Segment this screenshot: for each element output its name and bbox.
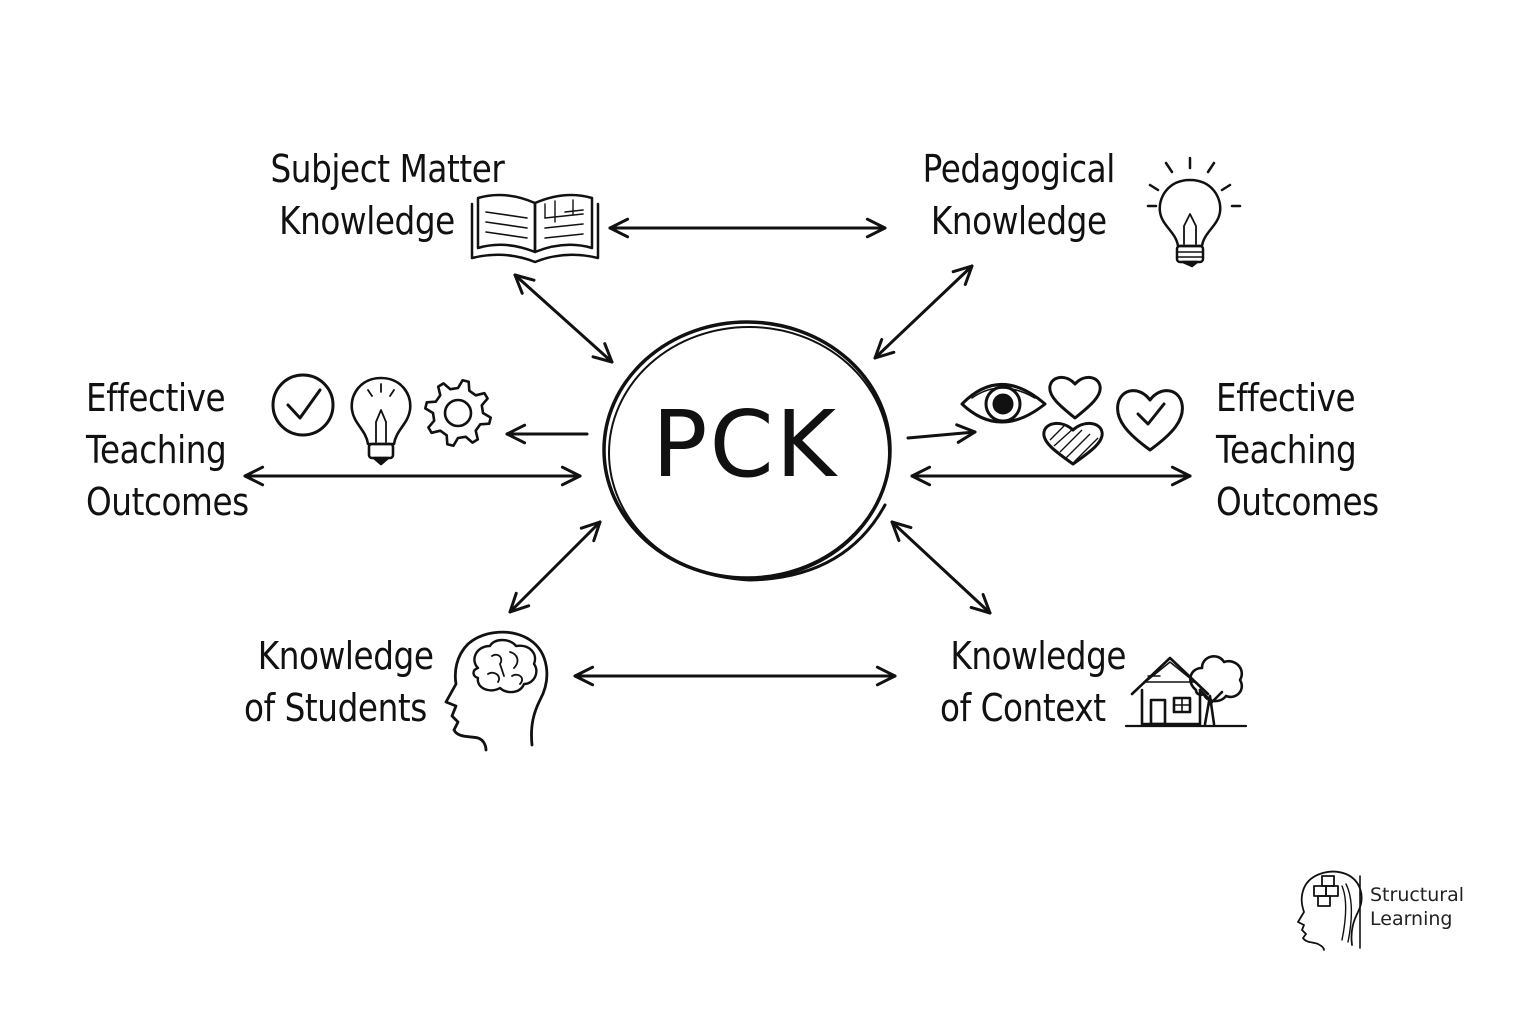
lightbulb-small-icon bbox=[352, 378, 410, 464]
brand-line1: Structural bbox=[1370, 884, 1465, 906]
arrow-pedagogical-pck bbox=[875, 266, 972, 358]
brand-logo-icon bbox=[1298, 872, 1362, 950]
heart-check-icon bbox=[1118, 391, 1183, 450]
knowledge-of-students-label: Knowledge of Students bbox=[244, 630, 434, 734]
open-book-icon bbox=[472, 195, 598, 262]
outcomes-left-line1: Effective bbox=[86, 376, 226, 420]
heart-icon bbox=[1050, 377, 1100, 418]
pedagogical-line1: Pedagogical bbox=[922, 147, 1116, 191]
brand-name: Structural Learning bbox=[1370, 883, 1464, 931]
context-line1: Knowledge bbox=[950, 634, 1127, 678]
checkmark-circle-icon bbox=[273, 375, 333, 435]
arrow-pck-to-right-icons bbox=[908, 432, 975, 438]
context-line2: of Context bbox=[940, 686, 1106, 730]
eye-icon bbox=[962, 385, 1045, 423]
lightbulb-icon bbox=[1148, 158, 1240, 266]
effective-teaching-outcomes-right-label: Effective Teaching Outcomes bbox=[1216, 372, 1379, 528]
house-tree-icon bbox=[1126, 656, 1246, 726]
pck-center-label: PCK bbox=[651, 391, 839, 498]
center-ellipse bbox=[604, 322, 890, 580]
students-line2: of Students bbox=[244, 686, 427, 730]
heart-hatched-icon bbox=[1044, 423, 1102, 464]
outcomes-right-line2: Teaching bbox=[1216, 428, 1357, 472]
outcomes-right-line1: Effective bbox=[1216, 376, 1356, 420]
effective-teaching-outcomes-left-label: Effective Teaching Outcomes bbox=[86, 372, 249, 528]
pedagogical-knowledge-label: Pedagogical Knowledge bbox=[922, 143, 1116, 247]
arrow-context-pck bbox=[892, 522, 990, 613]
arrow-students-pck bbox=[510, 522, 600, 612]
knowledge-of-context-label: Knowledge of Context bbox=[940, 630, 1127, 734]
pedagogical-line2: Knowledge bbox=[930, 199, 1107, 243]
subject-matter-line2: Knowledge bbox=[279, 199, 455, 243]
students-line1: Knowledge bbox=[257, 634, 434, 678]
subject-matter-knowledge-label: Subject Matter Knowledge bbox=[255, 143, 504, 247]
head-brain-icon bbox=[446, 632, 547, 750]
subject-matter-line1: Subject Matter bbox=[270, 147, 505, 191]
arrow-subject-pck bbox=[515, 275, 612, 362]
outcomes-right-line3: Outcomes bbox=[1216, 480, 1379, 524]
outcomes-left-line3: Outcomes bbox=[86, 480, 249, 524]
outcomes-left-line2: Teaching bbox=[86, 428, 227, 472]
brand-line2: Learning bbox=[1370, 908, 1453, 930]
brand-logo: Structural Learning bbox=[1295, 875, 1475, 955]
gear-icon bbox=[425, 380, 490, 445]
